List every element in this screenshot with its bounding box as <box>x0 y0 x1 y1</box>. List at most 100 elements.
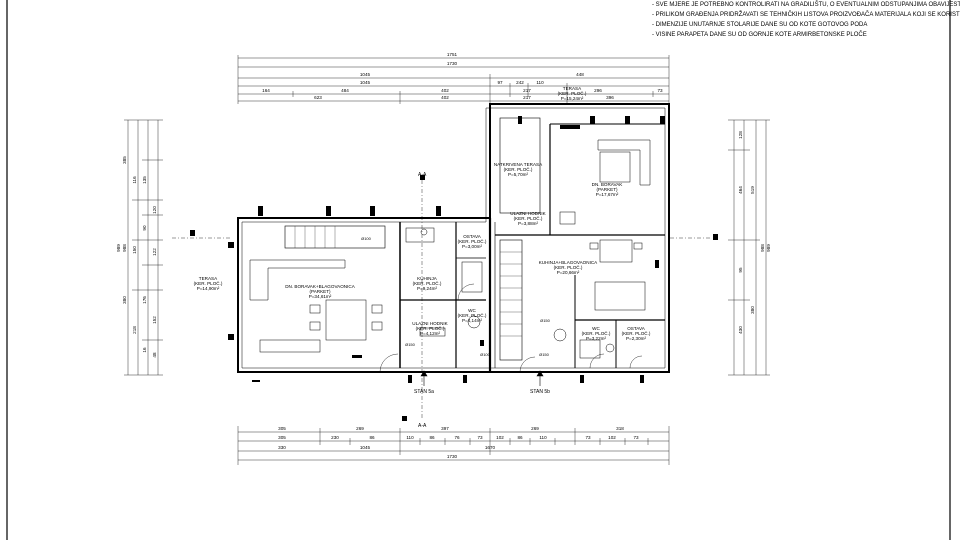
note-4: - VISINE PARAPETA DANE SU OD GORNJE KOTE… <box>652 32 867 38</box>
dim-left-8: 152 <box>152 316 157 324</box>
columns <box>190 116 718 421</box>
dim-right-4: 988 <box>760 244 765 252</box>
dim-right-6: 95 <box>738 267 743 273</box>
dim-left-1: 385 <box>122 156 127 164</box>
dim-top-448: 448 <box>576 72 584 77</box>
dim-right-1: 128 <box>738 131 743 139</box>
dim-top-242: 242 <box>516 80 524 85</box>
room-dnb-right-area: P=17,67m² <box>596 192 619 197</box>
dim-top-1751: 1751 <box>447 52 458 57</box>
room-ostava-left-floor: (KER. PLOČ.) <box>458 238 487 244</box>
dim-top-217: 217 <box>523 88 531 93</box>
dim-bot2-10: 110 <box>539 435 547 440</box>
section-line <box>172 180 710 420</box>
dim-bot2-4: 110 <box>406 435 414 440</box>
dim-right-2: 464 <box>738 186 743 194</box>
dim-bot-330: 330 <box>278 445 286 450</box>
dim-left-7: 176 <box>142 296 147 304</box>
room-hodnik-left-area: P=4,12m² <box>420 331 441 336</box>
dim-bot2-11: 73 <box>585 435 591 440</box>
note-1: - SVE MJERE JE POTREBNO KONTROLIRATI NA … <box>652 2 960 8</box>
dim-bot2-8: 102 <box>496 435 504 440</box>
dim-bot-1045: 1045 <box>360 445 371 450</box>
room-kuhinja-left-area: P=9,24m² <box>417 286 438 291</box>
dim-bot-1670: 1670 <box>485 445 496 450</box>
dim-top-97: 97 <box>497 80 503 85</box>
section-mark-bottom: A-A <box>418 423 427 429</box>
room-terasa-left-floor: (KER. PLOČ.) <box>194 280 223 286</box>
room-hodnik-left-name: ULAZNI HODNIK <box>412 321 448 326</box>
room-kuhinja-right-name: KUHINJA+BLAGOVAONICA <box>539 260 598 265</box>
fixture-labels: Ø100 Ø150 Ø150 Ø150 Ø100 <box>361 236 551 357</box>
dim-left-11: 218 <box>132 326 137 334</box>
dim-top-402b: 402 <box>441 95 449 100</box>
furniture-right <box>553 139 651 359</box>
dim-bot2-5: 86 <box>429 435 435 440</box>
dim-left-14: 988 <box>122 244 127 252</box>
note-3: - DIMENZIJE UNUTARNJE STOLARIJE DANE SU … <box>652 22 868 28</box>
dim-left-2: 116 <box>132 176 137 184</box>
entry-arrows <box>420 370 544 386</box>
dim-bot2-6: 76 <box>454 435 460 440</box>
room-terasa-top-floor: (KER. PLOČ.) <box>558 90 587 96</box>
fixture-5: Ø100 <box>361 236 372 241</box>
dim-top-296: 296 <box>594 88 602 93</box>
fixture-4: Ø150 <box>405 342 416 347</box>
dim-left-12: 380 <box>122 296 127 304</box>
dim-top-110: 110 <box>536 80 544 85</box>
room-dnb-left-area: P=34,61m² <box>309 294 332 299</box>
room-natkrivena-floor: (KER. PLOČ.) <box>504 166 533 172</box>
room-hodnik-right-area: P=3,88m² <box>518 221 539 226</box>
room-terasa-top-area: P=15,24m² <box>561 96 584 101</box>
room-hodnik-right-floor: (KER. PLOČ.) <box>514 215 543 221</box>
dimension-left <box>124 119 163 376</box>
dimension-top <box>237 55 670 104</box>
room-kuhinja-left-name: KUHINJA <box>417 276 438 281</box>
room-kuhinja-right-area: P=20,66m² <box>557 270 580 275</box>
fixture-2: Ø150 <box>539 352 550 357</box>
dim-left-15: 989 <box>116 244 121 252</box>
dim-bot2-12: 102 <box>608 435 616 440</box>
dim-top-73: 73 <box>657 88 663 93</box>
room-dnb-left-floor: (PARKET) <box>309 289 331 294</box>
room-natkrivena-name: NATKRIVENA TERASA <box>494 162 543 167</box>
room-dnb-left-name: DN. BORAVAK+BLAGOVAONICA <box>285 284 355 289</box>
dimension-bottom <box>237 426 670 465</box>
dim-right-7: 430 <box>738 326 743 334</box>
dim-left-9: 16 <box>142 347 147 353</box>
dim-bot2-2: 230 <box>331 435 339 440</box>
room-hodnik-left-floor: (KER. PLOČ.) <box>416 325 445 331</box>
room-wc-right-area: P=3,22m² <box>586 336 607 341</box>
section-mark-top: A-A <box>418 172 427 178</box>
dim-bot-269b: 269 <box>531 426 539 431</box>
stan-label-left: STAN 5a <box>414 389 434 395</box>
dim-top-1730: 1730 <box>447 61 458 66</box>
room-wc-left-area: P=4,14m² <box>462 318 483 323</box>
general-notes: - SVE MJERE JE POTREBNO KONTROLIRATI NA … <box>652 0 960 40</box>
dim-bot-269: 269 <box>356 426 364 431</box>
room-kuhinja-right-floor: (KER. PLOČ.) <box>554 264 583 270</box>
room-wc-right-floor: (KER. PLOČ.) <box>582 330 611 336</box>
room-terasa-left-name: TERASA <box>199 276 218 281</box>
room-ostava-left-name: OSTAVA <box>463 234 482 239</box>
dim-top-1045: 1045 <box>360 72 371 77</box>
room-wc-left-name: WC <box>468 308 476 313</box>
door-swings <box>379 283 643 373</box>
dim-right-5: 989 <box>766 244 771 252</box>
room-terasa-left-area: P=14,90m² <box>197 286 220 291</box>
stairs <box>294 226 522 337</box>
dim-left-13: 150 <box>132 246 137 254</box>
dim-top-164: 164 <box>262 88 270 93</box>
room-ostava-right-floor: (KER. PLOČ.) <box>622 330 651 336</box>
dim-top-217b: 217 <box>523 95 531 100</box>
dim-left-4: 120 <box>152 206 157 214</box>
note-2: - PRILIKOM GRAĐENJA PRIDRŽAVATI SE TEHNI… <box>652 12 960 18</box>
dim-top-484: 484 <box>341 88 349 93</box>
room-hodnik-right-name: ULAZNI HODNIK <box>510 211 546 216</box>
dimension-right <box>728 119 770 376</box>
room-natkrivena-area: P=5,70m² <box>508 172 529 177</box>
dim-bot2-3: 86 <box>369 435 375 440</box>
fixture-3: Ø150 <box>540 318 551 323</box>
